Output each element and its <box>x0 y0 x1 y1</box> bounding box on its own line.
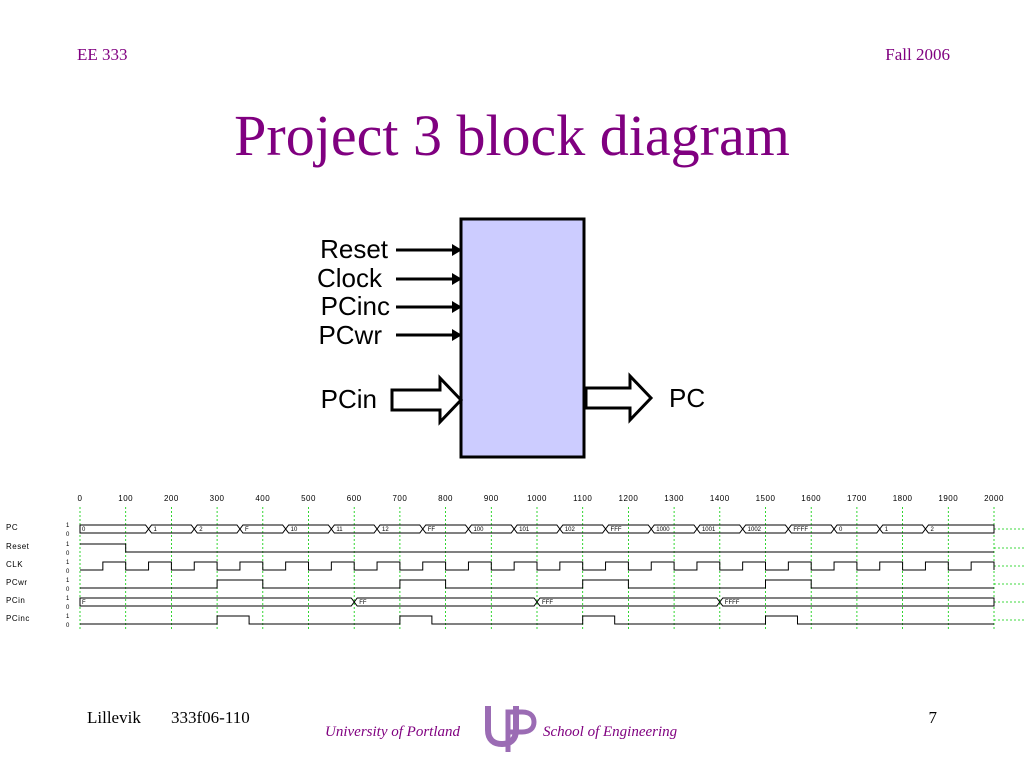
bus-segment <box>924 524 995 534</box>
waveform <box>80 543 994 553</box>
level-label: 1 <box>66 578 70 584</box>
time-tick-label: 1300 <box>664 494 684 503</box>
input-reset: Reset <box>320 234 462 264</box>
bus-value: 11 <box>336 527 343 533</box>
bus-output-label: PC <box>669 383 705 413</box>
input-pcwr: PCwr <box>318 320 462 350</box>
slide-title: Project 3 block diagram <box>234 103 790 168</box>
footer-university: University of Portland <box>325 724 460 740</box>
level-label: 1 <box>66 596 70 602</box>
time-tick-label: 700 <box>392 494 407 503</box>
time-tick-label: 1000 <box>527 494 547 503</box>
signal-name: Reset <box>6 542 30 551</box>
arrowhead-icon <box>452 301 462 313</box>
input-label-pcwr: PCwr <box>318 320 382 350</box>
bus-output-pc: PC <box>584 372 705 424</box>
bus-value: 100 <box>473 527 484 533</box>
bus-value: 1 <box>154 527 158 533</box>
input-pcinc: PCinc <box>321 291 462 321</box>
level-label: 1 <box>66 560 70 566</box>
waveform <box>80 561 995 571</box>
signal-name: CLK <box>6 560 23 569</box>
bus-value: FFFF <box>725 600 740 606</box>
signal-name: PCinc <box>6 614 30 623</box>
input-label-clock: Clock <box>317 263 383 293</box>
time-tick-label: 2000 <box>984 494 1004 503</box>
bus-value: 0 <box>82 527 86 533</box>
bus-value: F <box>245 527 249 533</box>
bus-value: 12 <box>382 527 389 533</box>
waveform <box>80 615 994 625</box>
bus-value: FFF <box>542 600 553 606</box>
level-label: 0 <box>66 623 70 629</box>
time-tick-label: 100 <box>118 494 133 503</box>
university-logo <box>485 706 537 752</box>
bus-arrow-icon <box>390 374 464 426</box>
time-tick-label: 1400 <box>710 494 730 503</box>
level-label: 0 <box>66 605 70 611</box>
level-label: 1 <box>66 523 70 529</box>
time-tick-label: 900 <box>484 494 499 503</box>
time-tick-label: 300 <box>210 494 225 503</box>
course-label: EE 333 <box>77 45 128 64</box>
bus-value: 1 <box>885 527 889 533</box>
signal-name: PCin <box>6 596 25 605</box>
bus-value: FF <box>359 600 367 606</box>
level-label: 0 <box>66 551 70 557</box>
time-tick-label: 1700 <box>847 494 867 503</box>
input-clock: Clock <box>317 263 462 293</box>
level-label: 0 <box>66 587 70 593</box>
bus-value: 1000 <box>656 527 670 533</box>
bus-segment <box>79 524 150 534</box>
block-diagram: Reset Clock PCinc PCwr PCin PC <box>317 217 705 459</box>
footer-author: Lillevik <box>87 708 141 727</box>
bus-value: 1002 <box>748 527 762 533</box>
level-label: 1 <box>66 614 70 620</box>
pc-block <box>459 217 586 459</box>
bus-value: 102 <box>565 527 576 533</box>
bus-segment <box>719 597 995 607</box>
time-tick-label: 800 <box>438 494 453 503</box>
arrowhead-icon <box>452 273 462 285</box>
level-label: 1 <box>66 542 70 548</box>
time-tick-label: 200 <box>164 494 179 503</box>
bus-value: FF <box>428 527 436 533</box>
bus-value: 101 <box>519 527 530 533</box>
waveform <box>80 579 994 589</box>
level-label: 0 <box>66 532 70 538</box>
time-tick-label: 400 <box>255 494 270 503</box>
time-tick-label: 500 <box>301 494 316 503</box>
term-label: Fall 2006 <box>885 45 950 64</box>
bus-value: FFF <box>611 527 622 533</box>
footer-doc-id: 333f06-110 <box>171 708 250 727</box>
time-tick-label: 1100 <box>573 494 592 503</box>
time-tick-label: 1200 <box>619 494 639 503</box>
bus-input-pcin: PCin <box>321 374 464 426</box>
bus-value: 1001 <box>702 527 716 533</box>
bus-arrow-icon <box>584 372 654 424</box>
footer-school: School of Engineering <box>543 724 678 740</box>
bus-value: 2 <box>199 527 203 533</box>
level-label: 0 <box>66 569 70 575</box>
page-number: 7 <box>928 708 938 727</box>
arrowhead-icon <box>452 244 462 256</box>
signal-name: PCwr <box>6 578 28 587</box>
bus-value: 2 <box>930 527 934 533</box>
time-tick-label: 0 <box>78 494 83 503</box>
arrowhead-icon <box>452 329 462 341</box>
time-tick-label: 1900 <box>938 494 958 503</box>
time-tick-label: 1600 <box>801 494 821 503</box>
bus-value: 10 <box>291 527 298 533</box>
time-tick-label: 600 <box>347 494 362 503</box>
bus-value: F <box>82 600 86 606</box>
input-label-reset: Reset <box>320 234 389 264</box>
bus-value: FFFF <box>793 527 808 533</box>
signal-name: PC <box>6 523 18 532</box>
bus-value: 0 <box>839 527 843 533</box>
input-label-pcinc: PCinc <box>321 291 390 321</box>
time-tick-label: 1800 <box>893 494 913 503</box>
bus-input-label: PCin <box>321 384 377 414</box>
time-tick-label: 1500 <box>756 494 776 503</box>
